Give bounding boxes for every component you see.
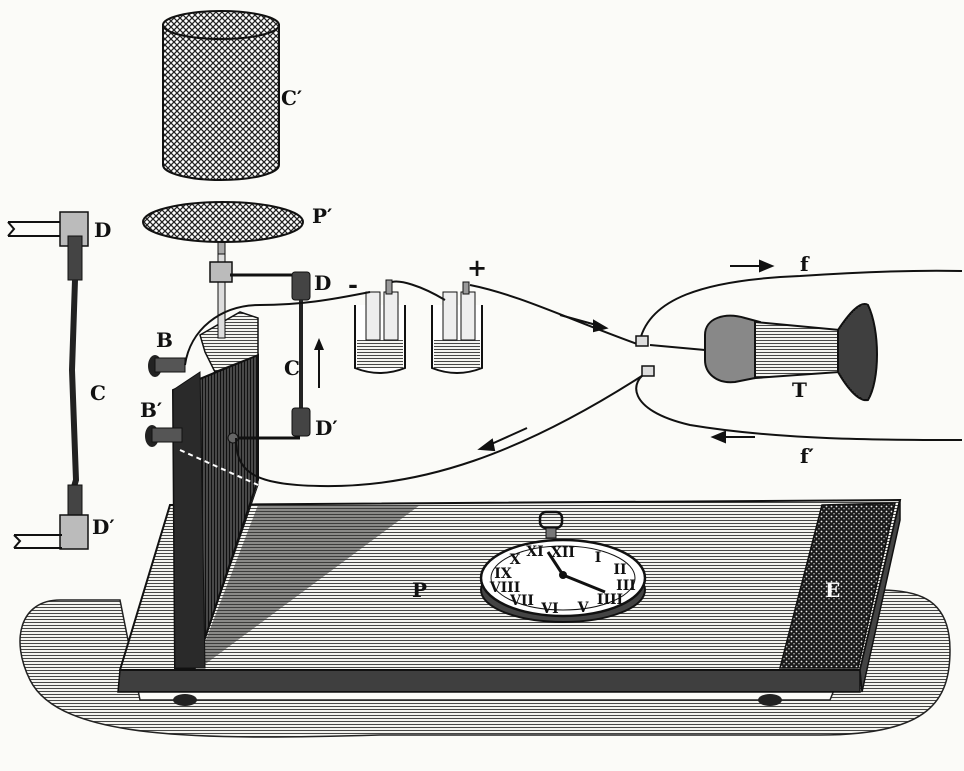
- binding-screw-B-prime: [145, 425, 183, 447]
- label-T: T: [792, 378, 807, 402]
- pocket-watch: XII I II III IIII V VI VII VIII IX X XI: [479, 510, 647, 623]
- svg-text:XII: XII: [551, 545, 575, 561]
- base-board-front: [117, 669, 861, 693]
- binding-screw-B: [148, 355, 186, 377]
- svg-text:II: II: [613, 562, 626, 578]
- label-B-prime: B′: [140, 398, 163, 422]
- board-side-strip: [172, 371, 206, 669]
- battery-cell-right: [431, 281, 483, 374]
- battery-cell-left: [354, 279, 406, 374]
- base-board-side: [859, 499, 901, 693]
- block-E: [779, 502, 896, 669]
- label-P: P: [412, 578, 428, 602]
- svg-text:IIII: IIII: [597, 592, 623, 608]
- label-C-left: C: [90, 381, 106, 405]
- label-D-prime-mid: D′: [315, 416, 338, 440]
- vertical-board-top: [199, 311, 259, 373]
- detail-C: [7, 211, 89, 550]
- label-C-prime: C′: [281, 86, 303, 110]
- label-E: E: [825, 578, 841, 602]
- table-ground: [19, 589, 951, 738]
- label-D-top: D: [314, 271, 332, 295]
- label-B: B: [156, 328, 173, 352]
- svg-text:I: I: [595, 550, 602, 566]
- label-D-left: D: [94, 218, 112, 242]
- board-shadow: [195, 505, 420, 668]
- label-P-prime: P′: [312, 204, 333, 228]
- svg-text:VI: VI: [540, 601, 558, 617]
- foot-left: [173, 694, 197, 706]
- label-f-prime: f′: [800, 444, 814, 468]
- platform-P-prime: [142, 201, 304, 243]
- label-minus: -: [348, 270, 358, 299]
- label-f: f: [800, 252, 809, 276]
- label-D-prime-left: D′: [92, 515, 115, 539]
- svg-text:VII: VII: [509, 593, 534, 609]
- svg-text:XI: XI: [526, 544, 543, 560]
- svg-text:VIII: VIII: [489, 580, 521, 596]
- telephone-receiver-T: [704, 303, 878, 402]
- label-plus: +: [467, 253, 488, 282]
- svg-text:IX: IX: [494, 566, 512, 582]
- foot-right: [758, 694, 782, 706]
- cylinder-C-prime: [162, 10, 280, 181]
- svg-text:V: V: [577, 600, 590, 616]
- label-C-mid: C: [284, 356, 300, 380]
- svg-text:X: X: [510, 552, 521, 568]
- svg-text:III: III: [616, 578, 636, 594]
